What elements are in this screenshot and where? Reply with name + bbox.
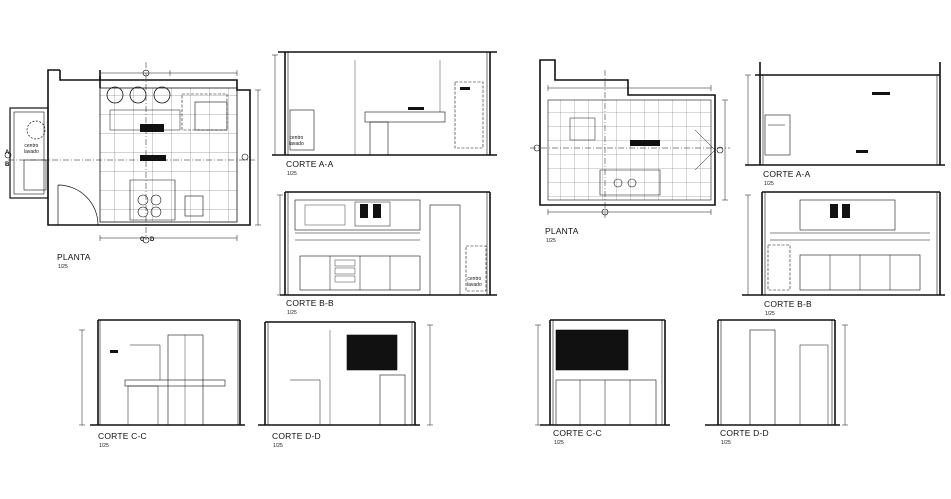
corte-aa-2-scale: 1/25 xyxy=(764,181,774,187)
corte-aa-1-scale: 1/25 xyxy=(287,171,297,177)
planta-1-drawing xyxy=(4,62,261,244)
corte-cc-2-drawing xyxy=(535,319,670,426)
corte-cc-2-title: CORTE C-C xyxy=(553,428,602,438)
corte-dd-1-title: CORTE D-D xyxy=(272,431,321,441)
section-mark-c: C xyxy=(140,237,145,243)
corte-bb-2-title: CORTE B-B xyxy=(764,299,812,309)
centro-lavado-note-2: centro lavado xyxy=(289,135,304,147)
corte-cc-1-title: CORTE C-C xyxy=(98,431,147,441)
planta-1-scale: 1/25 xyxy=(58,264,68,270)
corte-bb-2-drawing xyxy=(742,191,945,296)
corte-cc-1-scale: 1/25 xyxy=(99,443,109,449)
corte-aa-1-title: CORTE A-A xyxy=(286,159,334,169)
corte-aa-2-title: CORTE A-A xyxy=(763,169,811,179)
corte-bb-2-scale: 1/25 xyxy=(765,311,775,317)
corte-bb-1-title: CORTE B-B xyxy=(286,298,334,308)
centro-lavado-note-1: centro lavado xyxy=(24,143,39,155)
corte-bb-1-scale: 1/25 xyxy=(287,310,297,316)
planta-2-scale: 1/25 xyxy=(546,238,556,244)
corte-dd-2-scale: 1/25 xyxy=(721,440,731,446)
corte-aa-2-drawing xyxy=(745,62,945,166)
planta-2-title: PLANTA xyxy=(545,226,579,236)
corte-dd-2-title: CORTE D-D xyxy=(720,428,769,438)
corte-dd-2-drawing xyxy=(705,319,848,426)
corte-aa-1-drawing xyxy=(272,51,497,156)
corte-cc-1-drawing xyxy=(79,319,245,426)
corte-dd-1-drawing xyxy=(258,321,433,426)
corte-cc-2-scale: 1/25 xyxy=(554,440,564,446)
corte-bb-1-drawing xyxy=(277,191,497,296)
centro-lavado-note-3: centro lavado xyxy=(467,276,482,288)
section-mark-b: B xyxy=(5,162,10,168)
section-mark-a: A xyxy=(5,150,10,156)
section-mark-d: D xyxy=(150,237,155,243)
planta-2-drawing xyxy=(530,59,730,218)
corte-dd-1-scale: 1/25 xyxy=(273,443,283,449)
planta-1-title: PLANTA xyxy=(57,252,91,262)
